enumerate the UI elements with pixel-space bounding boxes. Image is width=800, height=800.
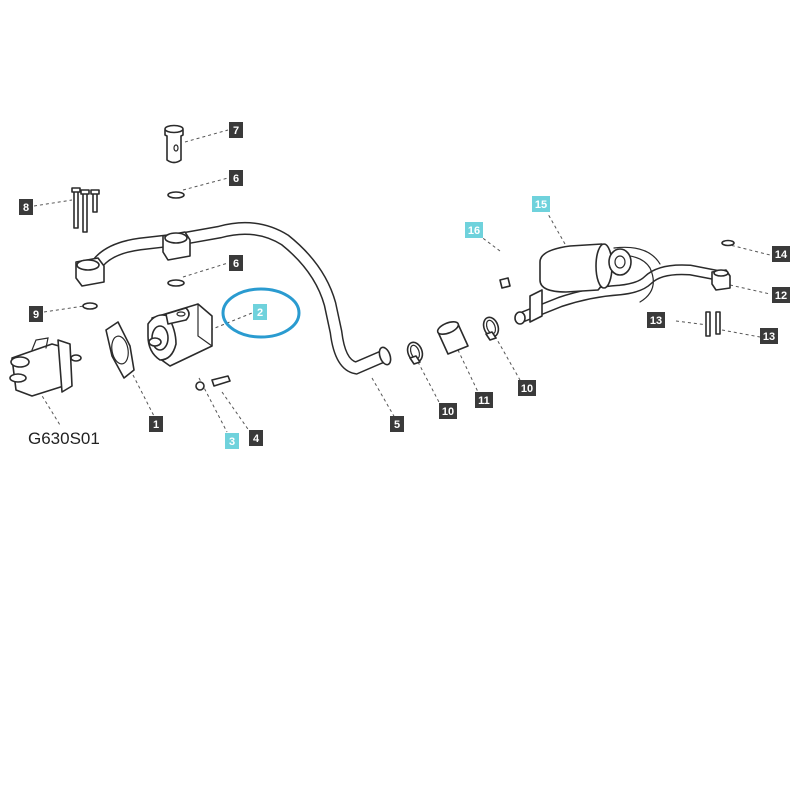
callout-16: 16 [465, 222, 483, 238]
callout-label: 8 [23, 202, 29, 214]
sealing-washer [167, 191, 185, 199]
hydraulic-pump [147, 303, 213, 367]
callout-label: 10 [521, 383, 533, 395]
callout-label: 6 [233, 258, 239, 270]
callout-badge-box [647, 312, 665, 328]
callout-badge-box [390, 416, 404, 432]
hose-clamp [406, 341, 424, 365]
callout-1: 1 [149, 416, 163, 432]
callout-badge-box [518, 380, 536, 396]
callout-label: 3 [229, 436, 235, 448]
callout-label: 1 [153, 419, 159, 431]
callout-badge-box [253, 304, 267, 320]
sealing-washer [167, 279, 185, 287]
bolt [715, 311, 721, 335]
fitting [499, 277, 511, 289]
hose-clamp [482, 316, 500, 341]
callout-label: 6 [233, 173, 239, 185]
callout-10: 10 [518, 380, 536, 396]
hose-sleeve [436, 320, 469, 355]
callout-15: 15 [532, 196, 550, 212]
callout-badge-box [29, 306, 43, 322]
callout-label: 5 [394, 419, 400, 431]
washer [82, 302, 98, 310]
callout-badge-box [760, 328, 778, 344]
callout-badge-box [772, 246, 790, 262]
callout-3: 3 [225, 433, 239, 449]
callout-9: 9 [29, 306, 43, 322]
callout-label: 4 [253, 433, 260, 445]
mount-bracket [529, 289, 543, 323]
highlight-ring [221, 287, 301, 339]
callout-14: 14 [772, 246, 790, 262]
callout-7: 7 [229, 122, 243, 138]
engine-block [9, 337, 82, 397]
callout-badge-box [465, 222, 483, 238]
callout-label: 2 [257, 307, 263, 319]
callout-6: 6 [229, 170, 243, 186]
callout-badge-box [225, 433, 239, 449]
callout-label: 12 [775, 290, 787, 302]
callout-badge-box [229, 122, 243, 138]
callout-13: 13 [760, 328, 778, 344]
bolts [71, 187, 100, 233]
washer [721, 239, 735, 247]
callout-13: 13 [647, 312, 665, 328]
bolt [211, 375, 231, 387]
banjo-bolt [164, 124, 184, 164]
callout-11: 11 [475, 392, 493, 408]
callout-label: 16 [468, 225, 480, 237]
parts [9, 124, 735, 397]
callout-badge-box [229, 170, 243, 186]
callout-badge-box [532, 196, 550, 212]
figure-code: G630S01 [28, 429, 100, 448]
callout-badge-box [249, 430, 263, 446]
callout-2: 2 [253, 304, 267, 320]
callout-label: 7 [233, 125, 239, 137]
callout-label: 13 [650, 315, 662, 327]
bolt [705, 311, 711, 337]
callout-label: 9 [33, 309, 39, 321]
callout-5: 5 [390, 416, 404, 432]
callout-10: 10 [439, 403, 457, 419]
callout-badge-box [149, 416, 163, 432]
callout-badge-box [229, 255, 243, 271]
callout-12: 12 [772, 287, 790, 303]
callout-label: 13 [763, 331, 775, 343]
callout-badge-box [772, 287, 790, 303]
callout-badge-box [475, 392, 493, 408]
leader-lines [33, 129, 771, 433]
callout-label: 15 [535, 199, 547, 211]
flange-gasket [105, 321, 135, 379]
callout-6: 6 [229, 255, 243, 271]
callout-badge-box [19, 199, 33, 215]
callout-badge-box [439, 403, 457, 419]
fuel-tank [539, 243, 632, 293]
callout-4: 4 [249, 430, 263, 446]
callout-label: 10 [442, 406, 454, 418]
callout-8: 8 [19, 199, 33, 215]
screw [195, 381, 205, 391]
callout-label: 14 [775, 249, 788, 261]
callout-label: 11 [478, 395, 490, 407]
